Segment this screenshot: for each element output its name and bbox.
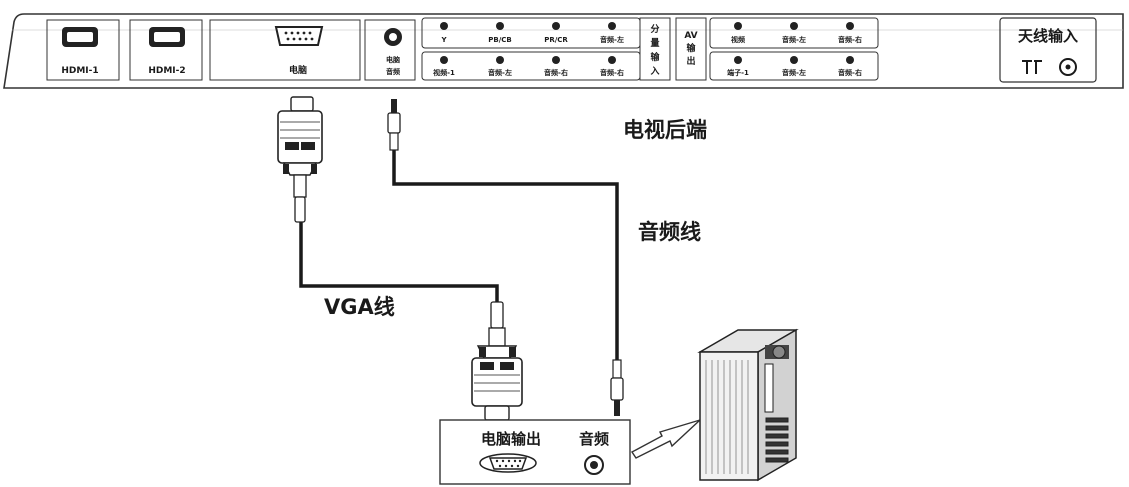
av-top-jack-icon [734,22,742,30]
av-top-jack-icon [846,22,854,30]
hdmi-1-label: HDMI-1 [61,66,98,76]
component-side-label: 量 [650,37,659,49]
audio-plug-top [387,99,401,151]
av-bottom-jack-icon [846,56,854,64]
av-top-label: 音频-左 [782,35,806,44]
tv-rear-label: 电视后端 [623,118,707,142]
component-top-jack-icon [496,22,504,30]
vga-plug-top [277,96,323,223]
av-bottom-label: 端子-1 [727,68,749,77]
component-bottom-label: 音频-右 [600,68,624,77]
av-top-label: 视频 [731,35,745,44]
component-top-label: Y [440,36,447,44]
hdmi-1-port: HDMI-1 [46,19,120,81]
component-bottom-label: 音频-左 [488,68,512,77]
component-top-label: PB/CB [488,36,512,44]
av-top-label: 音频-右 [838,35,862,44]
tv-pc-audio-label-1: 电脑 [386,55,400,64]
tv-pc-audio-label-2: 音频 [386,67,400,76]
av-bottom-jack-icon [734,56,742,64]
av-out-side-label: 出 [686,55,695,67]
component-bottom-label: 音频-右 [544,68,568,77]
vga-plug-bottom [471,301,523,421]
av-bottom-jack-icon [790,56,798,64]
antenna-title: 天线输入 [1018,27,1078,45]
av-out-side-label: 输 [686,42,696,54]
tv-vga-port: 电脑 [209,19,361,81]
antenna-jack-icon [1059,58,1077,76]
av-top-jack-icon [790,22,798,30]
pointer-arrow [630,419,701,459]
component-bottom-jack-icon [608,56,616,64]
component-top-label: 音频-左 [600,35,624,44]
pc-vga-port-icon [479,453,537,473]
component-top-jack-icon [608,22,616,30]
vga-cable-label: VGA线 [324,295,395,319]
audio-cable [392,150,619,360]
pc-output-label: 电脑输出 [481,430,541,448]
tv-pc-audio-port: 电脑 音频 [364,19,416,81]
av-out-side-label: AV [684,31,697,41]
pc-back-panel: 电脑输出 音频 [439,419,631,485]
audio-plug-bottom [610,359,624,416]
component-bottom-jack-icon [440,56,448,64]
antenna-symbol-icon [1022,60,1042,74]
pc-audio-jack-icon [584,455,604,475]
av-bottom-label: 音频-右 [838,68,862,77]
component-bottom-jack-icon [496,56,504,64]
vga-cable [299,222,499,302]
component-top-jack-icon [440,22,448,30]
audio-cable-label: 音频线 [638,220,701,244]
component-top-label: PR/CR [544,36,568,44]
antenna-input: 天线输入 [999,17,1097,83]
component-side-label: 输 [650,51,660,63]
component-bottom-label: 视频-1 [433,68,455,77]
pc-audio-label: 音频 [579,430,609,448]
tv-vga-label: 电脑 [289,64,307,76]
computer-tower-icon [697,328,799,482]
component-side-label: 分 [650,23,659,35]
hdmi-2-port: HDMI-2 [129,19,203,81]
hdmi-2-label: HDMI-2 [148,66,185,76]
av-bottom-label: 音频-左 [782,68,806,77]
component-side-label: 入 [649,66,659,77]
component-top-jack-icon [552,22,560,30]
component-bottom-jack-icon [552,56,560,64]
